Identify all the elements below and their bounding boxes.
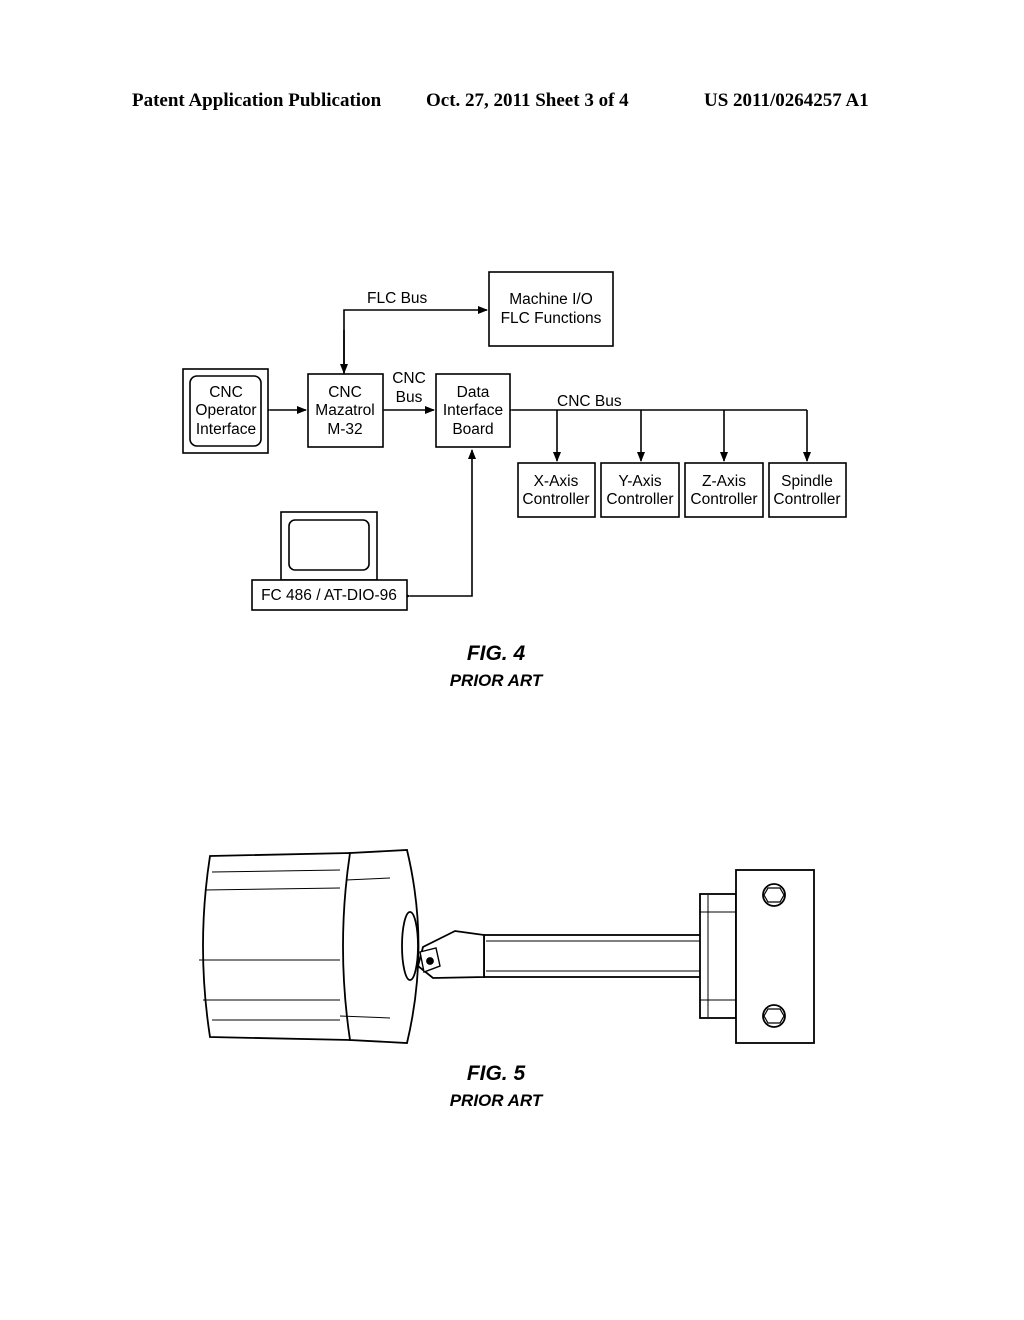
machine-io-line1: Machine I/O: [509, 291, 593, 308]
data-interface-line3: Board: [452, 421, 493, 438]
y-axis-block: [600, 462, 680, 518]
spindle-block: [768, 462, 847, 518]
pc-data-link: [401, 449, 476, 600]
x-axis-line2: Controller: [522, 491, 589, 508]
machine-io-line2: FLC Functions: [501, 310, 602, 327]
pc-block: [251, 579, 408, 611]
y-axis-line2: Controller: [606, 491, 673, 508]
mazatrol-line3: M-32: [327, 421, 362, 438]
operator-line2: Operator: [195, 402, 256, 419]
fig4-block-diagram: Machine I/O FLC Functions FLC Bus CNC Op…: [182, 271, 847, 611]
mazatrol-line2: Mazatrol: [315, 402, 374, 419]
z-axis-line1: Z-Axis: [702, 473, 746, 490]
data-interface-block: [435, 373, 511, 448]
mazatrol-line1: CNC: [328, 384, 362, 401]
z-axis-line2: Controller: [690, 491, 757, 508]
patent-number: US 2011/0264257 A1: [704, 90, 869, 111]
chuck-back-body: [202, 852, 351, 1041]
fig5-caption: FIG. 5: [466, 1062, 526, 1085]
data-interface-line1: Data: [457, 384, 490, 401]
chuck-front-body: [342, 849, 420, 1044]
pc-label: FC 486 / AT-DIO-96: [261, 587, 397, 604]
cnc-bus-short-line1: CNC: [392, 370, 426, 387]
mazatrol-block: [307, 373, 384, 448]
spindle-line1: Spindle: [781, 473, 833, 490]
fig4-caption: FIG. 4: [466, 642, 526, 665]
flc-bus-label: FLC Bus: [367, 290, 428, 307]
fig5-subcaption: PRIOR ART: [449, 1091, 543, 1110]
cnc-bus-label: CNC Bus: [557, 393, 622, 410]
data-interface-line2: Interface: [443, 402, 503, 419]
z-axis-block: [684, 462, 764, 518]
operator-line3: Interface: [196, 421, 256, 438]
operator-line1: CNC: [209, 384, 243, 401]
holder-flange: [699, 893, 737, 1019]
fig4-subcaption: PRIOR ART: [449, 671, 543, 690]
machine-io-block: [488, 271, 614, 347]
operator-interface-block: [182, 368, 269, 454]
date-sheet-label: Oct. 27, 2011 Sheet 3 of 4: [426, 90, 629, 111]
x-axis-block: [517, 462, 596, 518]
publication-label: Patent Application Publication: [132, 90, 382, 111]
y-axis-line1: Y-Axis: [618, 473, 662, 490]
cnc-bus-short-line2: Bus: [396, 389, 423, 406]
spindle-line2: Controller: [773, 491, 840, 508]
x-axis-line1: X-Axis: [534, 473, 579, 490]
chuck-bore: [401, 911, 419, 981]
boring-bar: [483, 934, 705, 978]
